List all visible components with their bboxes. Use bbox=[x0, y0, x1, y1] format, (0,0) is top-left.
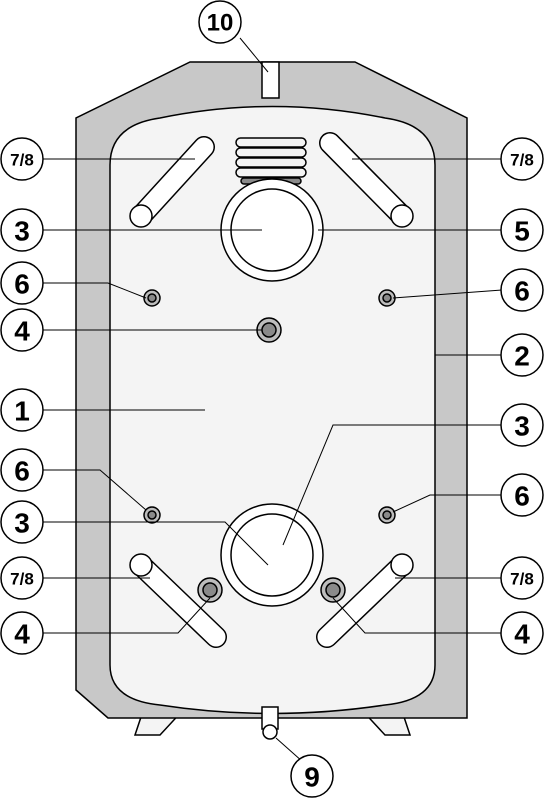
callout-6-lower-left: 6 bbox=[14, 456, 30, 487]
flange-top bbox=[220, 178, 324, 282]
callout-4-bottom-left: 4 bbox=[14, 619, 30, 650]
callout-9: 9 bbox=[304, 762, 320, 793]
callout-2: 2 bbox=[514, 341, 530, 372]
callout-7-8-bottom-left: 7/8 bbox=[10, 570, 34, 589]
inner-tank bbox=[109, 105, 436, 715]
callout-7-8-top-right: 7/8 bbox=[510, 151, 534, 170]
flange-bottom bbox=[220, 503, 324, 607]
callout-7-8-top-left: 7/8 bbox=[10, 151, 34, 170]
vent-pipe bbox=[261, 61, 280, 99]
callout-7-8-bottom-right: 7/8 bbox=[510, 570, 534, 589]
heating-coil bbox=[235, 137, 307, 185]
leader-lines bbox=[43, 37, 503, 771]
callout-5: 5 bbox=[514, 216, 530, 247]
callout-6-lower-right: 6 bbox=[514, 481, 530, 512]
callout-4-bottom-right: 4 bbox=[514, 619, 530, 650]
sensor-ports bbox=[143, 289, 396, 524]
callout-1: 1 bbox=[14, 396, 30, 427]
large-ports bbox=[197, 317, 346, 603]
callout-labels: 10 7/8 7/8 3 5 6 6 4 2 1 3 6 6 3 7/8 7/8… bbox=[10, 10, 534, 793]
drain-pipe-end bbox=[262, 724, 278, 740]
callout-3-right: 3 bbox=[514, 411, 530, 442]
callout-10: 10 bbox=[207, 10, 234, 37]
callout-4-top: 4 bbox=[14, 316, 30, 347]
callout-6-upper-left: 6 bbox=[14, 269, 30, 300]
callout-6-upper-right: 6 bbox=[514, 276, 530, 307]
callout-3-top: 3 bbox=[14, 216, 30, 247]
callout-3-bottom: 3 bbox=[14, 508, 30, 539]
